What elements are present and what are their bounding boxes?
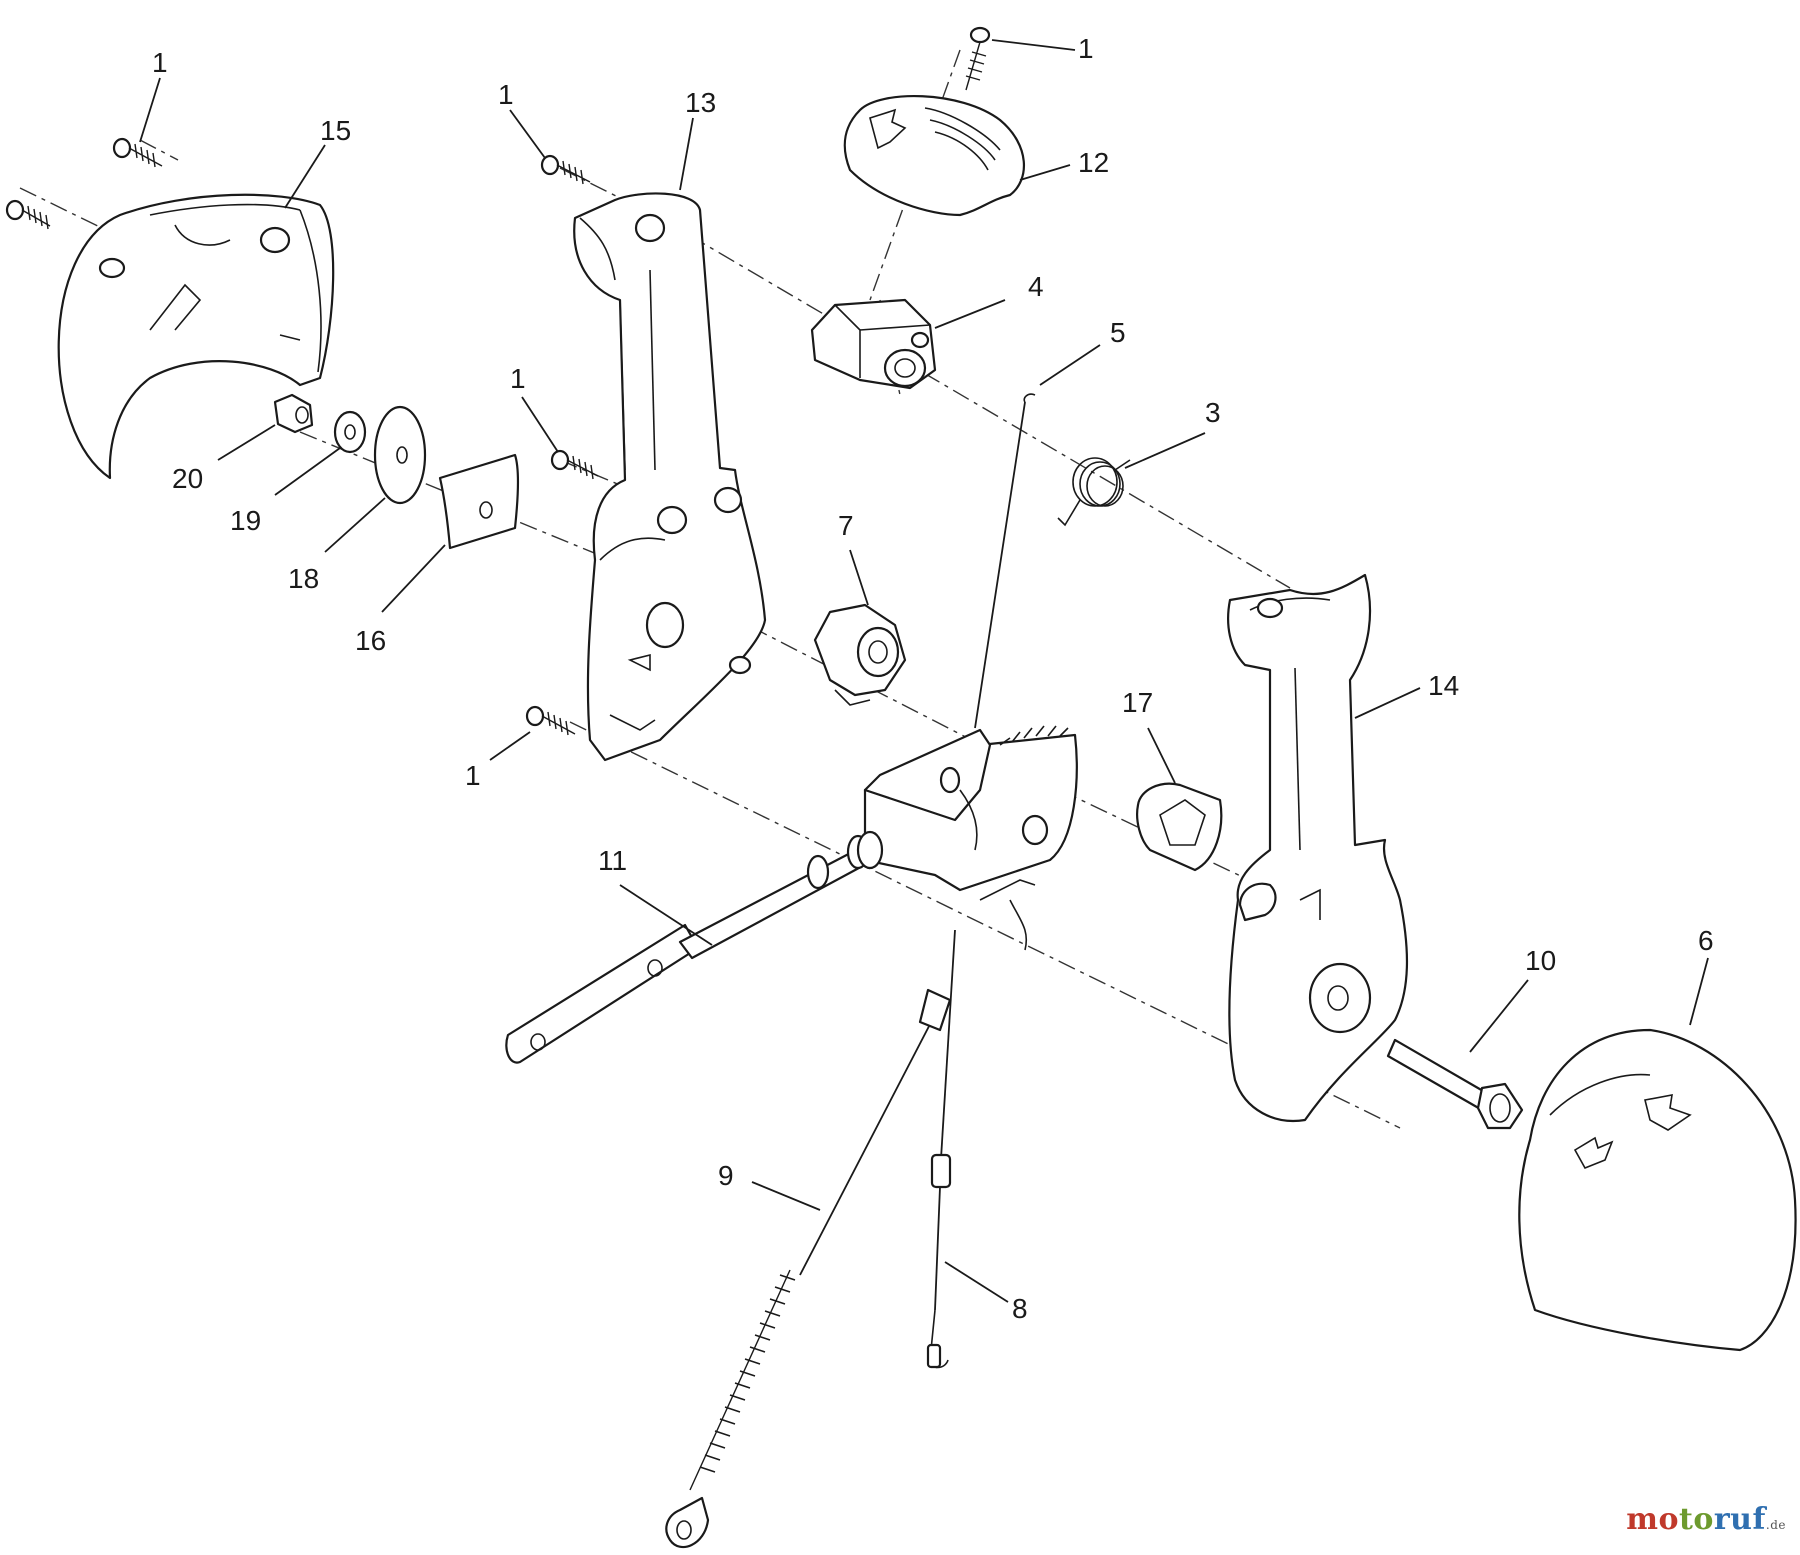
callout-4: 4 bbox=[1028, 271, 1044, 302]
screw-12 bbox=[965, 26, 991, 91]
part-11-shift-rod bbox=[505, 830, 884, 1064]
part-13-lever-bracket bbox=[573, 192, 767, 762]
callout-1: 1 bbox=[152, 47, 168, 78]
part-7-bushing bbox=[813, 603, 907, 706]
watermark-mo: mo bbox=[1626, 1502, 1679, 1537]
callout-12: 12 bbox=[1078, 147, 1109, 178]
callout-1: 1 bbox=[1078, 33, 1094, 64]
shift-mechanism bbox=[863, 725, 1078, 951]
screw-13-bottom bbox=[525, 705, 576, 736]
callout-14: 14 bbox=[1428, 670, 1459, 701]
leader-lines bbox=[139, 39, 1709, 1303]
part-12-knob bbox=[843, 94, 1025, 217]
callout-11: 11 bbox=[598, 845, 627, 876]
callout-8: 8 bbox=[1012, 1293, 1028, 1324]
watermark-ruf: ruf bbox=[1713, 1502, 1766, 1537]
screw-15a bbox=[5, 199, 51, 230]
callout-15: 15 bbox=[320, 115, 351, 146]
watermark-de: .de bbox=[1765, 1518, 1786, 1532]
screw-13-top bbox=[540, 154, 591, 185]
callout-19: 19 bbox=[230, 505, 261, 536]
part-15-left-cover bbox=[57, 193, 335, 480]
callout-3: 3 bbox=[1205, 397, 1221, 428]
part-6-right-cover bbox=[1518, 1028, 1797, 1352]
callout-20: 20 bbox=[172, 463, 203, 494]
part-4-cam-block bbox=[810, 298, 937, 390]
part-18-flat-washer bbox=[373, 405, 427, 505]
callout-16: 16 bbox=[355, 625, 386, 656]
callout-6: 6 bbox=[1698, 925, 1714, 956]
part-5-wire-rod bbox=[974, 393, 1036, 729]
callout-1: 1 bbox=[498, 79, 514, 110]
callout-10: 10 bbox=[1525, 945, 1556, 976]
part-14-right-lever bbox=[1227, 573, 1409, 1123]
part-9-cable bbox=[665, 988, 952, 1549]
callout-5: 5 bbox=[1110, 317, 1126, 348]
callout-18: 18 bbox=[288, 563, 319, 594]
callout-labels: 1 15 1 13 1 12 4 5 3 1 20 19 18 16 7 1 1… bbox=[152, 33, 1714, 1324]
callout-13: 13 bbox=[685, 87, 716, 118]
part-17-clip bbox=[1136, 782, 1223, 872]
watermark-logo: motoruf.de bbox=[1626, 1502, 1786, 1537]
part-8-cable bbox=[926, 929, 956, 1369]
screw-13-mid bbox=[550, 449, 599, 480]
callout-9: 9 bbox=[718, 1160, 734, 1191]
callout-1: 1 bbox=[465, 760, 481, 791]
callout-7: 7 bbox=[838, 510, 854, 541]
part-16-plate bbox=[438, 453, 520, 550]
part-20-nut bbox=[273, 393, 314, 434]
part-10-shoulder-bolt bbox=[1386, 1038, 1524, 1130]
watermark-to: to bbox=[1678, 1502, 1714, 1537]
callout-1: 1 bbox=[510, 363, 526, 394]
part-3-spring bbox=[1057, 457, 1131, 527]
part-19-washer bbox=[333, 410, 367, 454]
screw-15b bbox=[112, 137, 163, 168]
callout-17: 17 bbox=[1122, 687, 1153, 718]
